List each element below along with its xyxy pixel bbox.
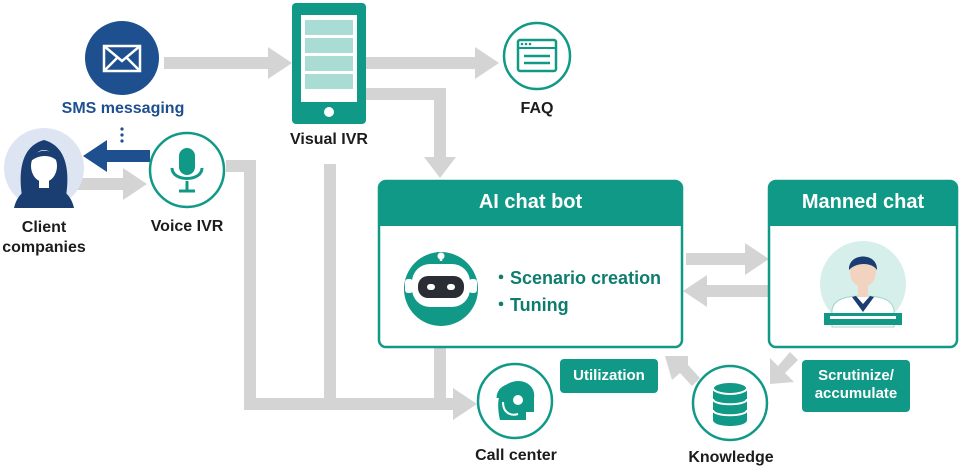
mail-icon xyxy=(85,21,159,95)
database-icon xyxy=(691,364,769,442)
sms-label: SMS messaging xyxy=(61,100,185,117)
navy-arrow xyxy=(83,140,150,172)
browser-window-icon xyxy=(502,21,572,91)
feature-tuning: ・Tuning xyxy=(492,295,569,315)
scrutinize-tag: Scrutinize/ accumulate xyxy=(802,360,910,412)
microphone-icon xyxy=(148,131,226,209)
operator-person-icon xyxy=(820,241,906,328)
robot-icon xyxy=(404,252,478,326)
ellipsis-dots xyxy=(120,127,124,143)
client-person-icon xyxy=(4,128,84,208)
knowledge-label: Knowledge xyxy=(688,449,774,466)
manned-chat-title: Manned chat xyxy=(801,191,925,213)
voice-ivr-label: Voice IVR xyxy=(150,218,224,235)
smartphone-icon xyxy=(292,3,366,124)
headset-icon xyxy=(476,362,554,440)
utilization-tag: Utilization xyxy=(560,359,658,393)
feature-scenario-creation: ・Scenario creation xyxy=(492,268,662,288)
connectors xyxy=(76,47,798,420)
client-label: Client companies xyxy=(2,219,86,256)
call-center-label: Call center xyxy=(475,447,557,464)
faq-label: FAQ xyxy=(520,100,554,117)
visual-ivr-label: Visual IVR xyxy=(290,131,368,148)
ai-chat-bot-title: AI chat bot xyxy=(478,191,583,213)
